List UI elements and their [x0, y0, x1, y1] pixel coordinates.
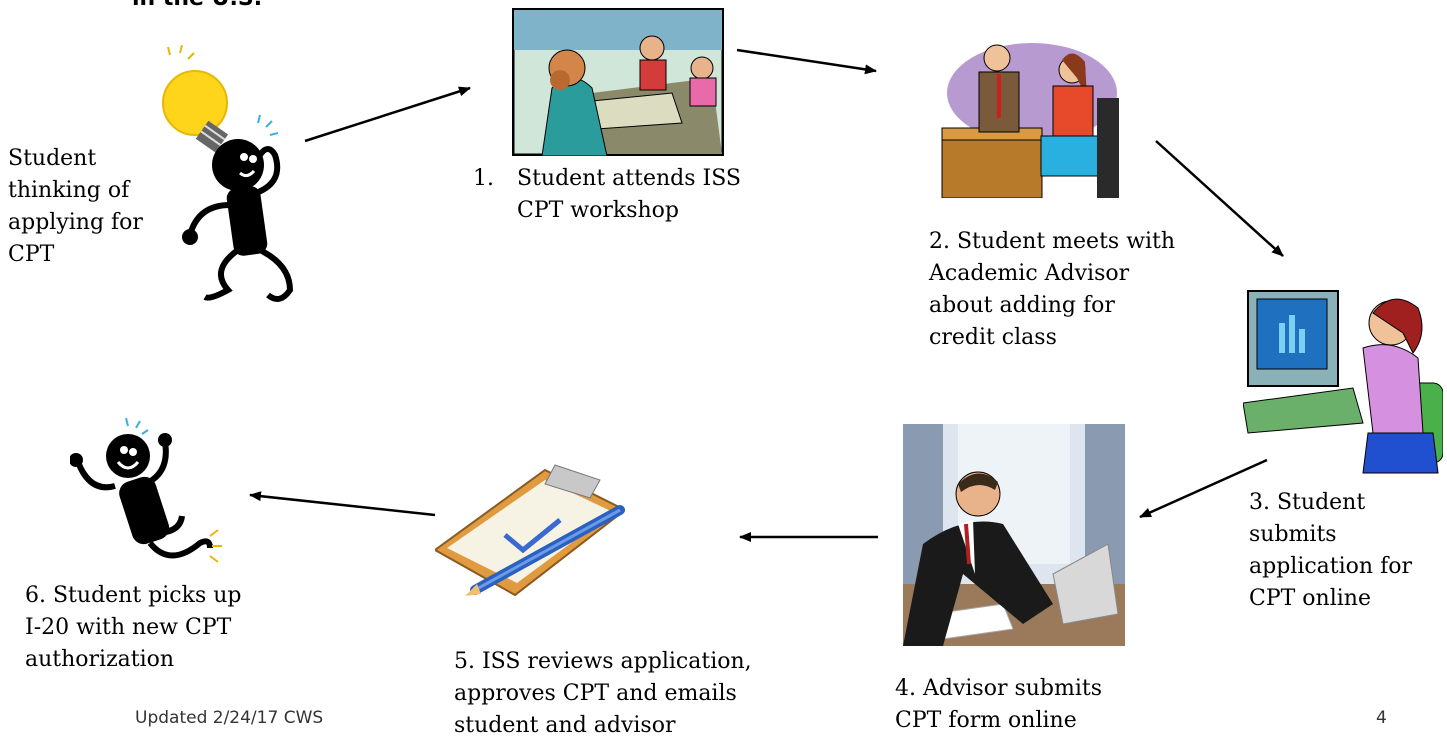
arrow-step2-to-step3: [1155, 140, 1284, 257]
arrow-start-to-step1: [304, 86, 471, 143]
clipboard-approval-illustration: [435, 464, 625, 597]
page-header-fragment: in the U.S.: [132, 0, 262, 11]
caption-step5: 5. ISS reviews application, approves CPT…: [454, 649, 752, 738]
arrow-step3-to-step4: [1139, 458, 1268, 519]
arrow-step5-to-step6: [249, 491, 436, 517]
footer-updated: Updated 2/24/17 CWS: [135, 708, 324, 728]
advisor-laptop-illustration: [903, 424, 1125, 646]
caption-start: Student thinking of applying for CPT: [8, 146, 143, 267]
caption-step6: 6. Student picks up I-20 with new CPT au…: [25, 583, 242, 672]
happy-jumping-figure: [70, 418, 222, 563]
caption-step1-number: 1.: [473, 166, 494, 191]
caption-step3: 3. Student submits application for CPT o…: [1249, 490, 1412, 611]
lightbulb-thinking-figure: [162, 45, 294, 302]
page-number: 4: [1376, 708, 1387, 728]
advisor-meeting-illustration: [941, 43, 1119, 198]
student-computer-illustration: [1243, 290, 1443, 474]
caption-step4: 4. Advisor submits CPT form online: [895, 676, 1103, 733]
arrow-step1-to-step2: [736, 48, 877, 75]
caption-step1: Student attends ISS CPT workshop: [517, 166, 741, 223]
classroom-workshop-illustration: [512, 8, 724, 156]
caption-step2: 2. Student meets with Academic Advisor a…: [929, 229, 1176, 350]
